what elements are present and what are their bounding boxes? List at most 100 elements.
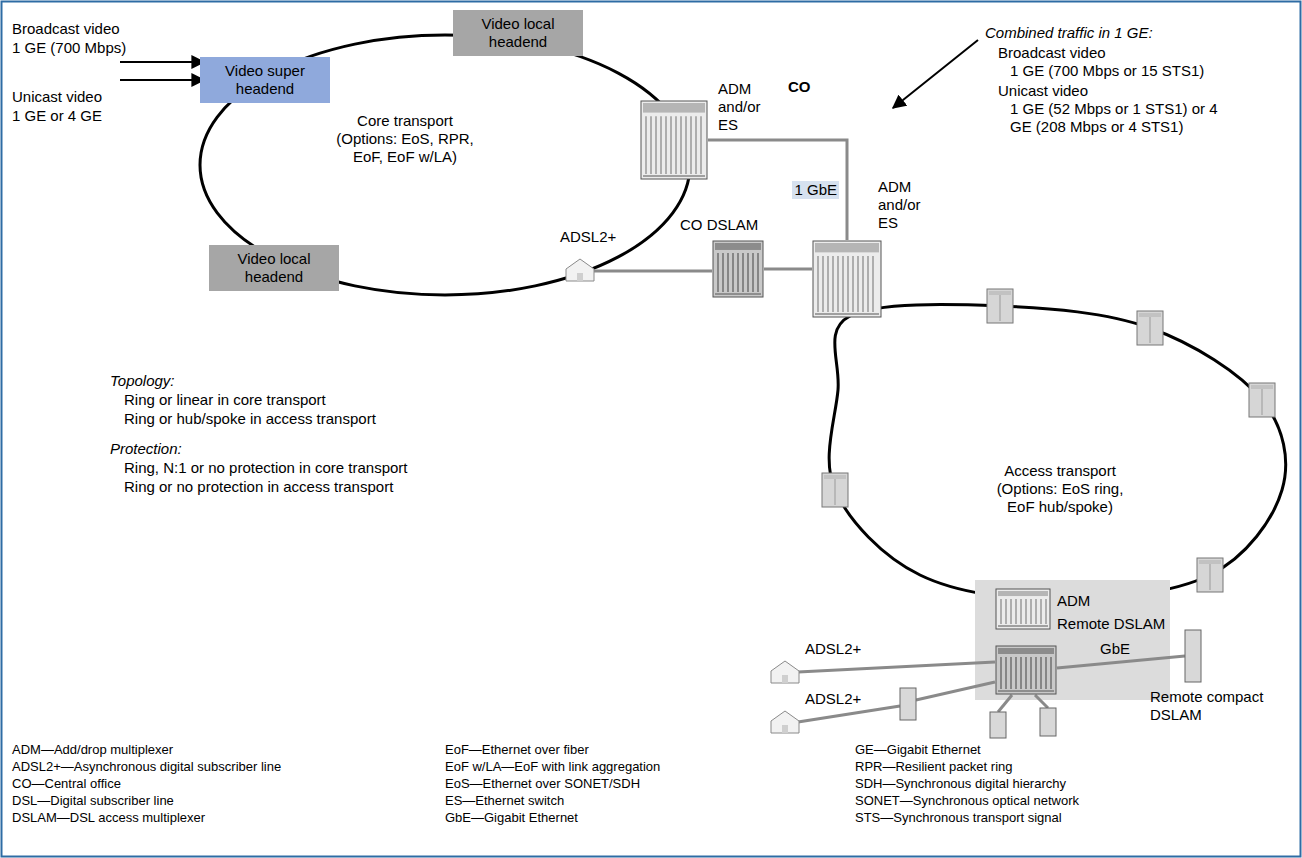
card-slot [722,253,724,292]
card-slot [852,256,854,312]
annotation: Broadcast video [998,44,1106,62]
cabinet [822,473,848,507]
wire [998,695,1012,712]
glossary-entry: DSL—Digital subscriber line [12,793,174,809]
input-arrow [120,61,204,63]
card-slot [832,256,834,312]
box-label: Video local headend [209,250,339,286]
dslam-picture [995,645,1057,695]
house-icon [771,711,799,733]
card-slot [1020,599,1022,624]
wire [916,682,995,700]
card-slot [867,256,869,312]
glossary-entry: ES—Ethernet switch [445,793,564,809]
compact-dslam [1185,630,1201,682]
card-slot [690,116,692,174]
glossary-entry: EoF w/LA—EoF with link aggregation [445,759,660,775]
card-slot [645,116,647,174]
remote-dslam: Remote DSLAM [995,645,1057,695]
card-slot [1030,599,1032,624]
glossary-entry: RPR—Resilient packet ring [855,759,1013,775]
wire [1057,656,1185,668]
card-slot [717,253,719,292]
glossary-entry: DSLAM—DSL access multiplexer [12,810,205,826]
card-slot [827,256,829,312]
card-slot [1045,599,1047,624]
card-slot [1005,657,1007,689]
card-slot [680,116,682,174]
card-slot [675,116,677,174]
box-label: Video local headend [453,15,583,51]
glossary-entry: SDH—Synchronous digital hierarchy [855,776,1066,792]
card-slot [742,253,744,292]
glossary-entry: ADM—Add/drop multiplexer [12,742,173,758]
office-label: CO [788,78,811,96]
headend-box: Video local headend [209,245,339,291]
equipment-label: CO DSLAM [680,216,758,234]
cabinet [1197,558,1223,592]
core-ring [200,35,690,295]
rack-picture [812,240,882,318]
equipment-label: ADM and/or ES [878,178,928,232]
glossary-entry: STS—Synchronous transport signal [855,810,1062,826]
card-slot [727,253,729,292]
annotation: Unicast video [12,88,102,106]
cabinet [1137,311,1163,345]
annotation: Topology: [110,372,175,390]
compact-dslam [990,712,1006,738]
card-slot [1025,599,1027,624]
card-slot [1010,599,1012,624]
box-label: Video super headend [200,62,330,98]
equipment-label: ADM and/or ES [718,80,774,134]
card-slot [822,256,824,312]
card-slot [747,253,749,292]
chassis [813,241,881,317]
card-slot [1050,657,1052,689]
ethernet-link [764,268,812,271]
card-slot [1010,657,1012,689]
annotation: Ring or hub/spoke in access transport [124,410,376,428]
card-slot [1020,657,1022,689]
chassis-top [643,103,705,113]
chassis [713,241,763,297]
wires [593,271,1185,722]
annotation: Ring or no protection in access transpor… [124,478,393,496]
rack-picture [995,588,1051,630]
chassis [996,589,1050,629]
annotation: Core transport (Options: EoS, RPR, EoF, … [330,112,480,166]
annotation: 1 GE (700 Mbps) [12,39,126,57]
annotation: 1 GE (52 Mbps or 1 STS1) or 4 GE (208 Mb… [1010,100,1222,136]
chassis-top [998,648,1054,654]
remote-panel [975,580,1170,700]
annotation: Protection: [110,440,182,458]
annotation: Ring, N:1 or no protection in core trans… [124,459,407,477]
equipment-label: ADM [1057,592,1090,610]
card-slot [650,116,652,174]
octagon-shape [628,72,928,344]
chassis-base [815,314,879,315]
card-slot [655,116,657,174]
glossary-entry: EoF—Ethernet over fiber [445,742,589,758]
annotation: Remote compact DSLAM [1150,688,1275,724]
cabinet [1249,383,1275,417]
wire [593,270,712,273]
dslam-picture [712,240,764,298]
card-slot [847,256,849,312]
card-slot [660,116,662,174]
compact-dslam [900,688,916,720]
card-slot [817,256,819,312]
annotation: Broadcast video [12,20,120,38]
card-slot [665,116,667,174]
callout-arrow [893,40,978,108]
chassis-top [998,591,1048,596]
headend-box: Video local headend [453,10,583,56]
chassis-base [998,691,1054,692]
glossary-entry: GE—Gigabit Ethernet [855,742,981,758]
house-icon [566,259,594,281]
wire [1035,695,1048,708]
glossary-entry: CO—Central office [12,776,121,792]
annotation: ADSL2+ [560,228,616,246]
chassis-top [815,243,879,252]
card-slot [1040,657,1042,689]
